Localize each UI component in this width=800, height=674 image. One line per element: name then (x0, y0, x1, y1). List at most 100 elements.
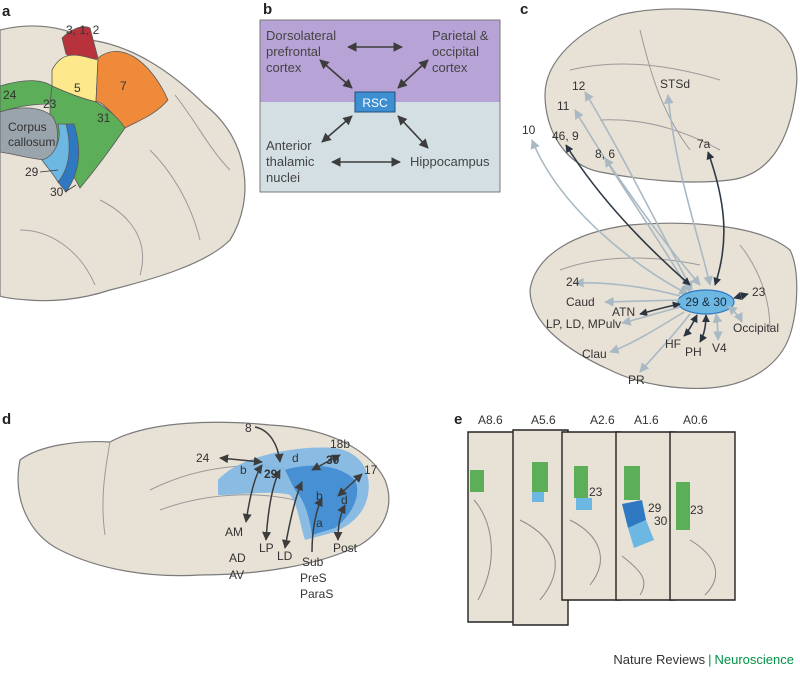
panel-e-section-4-gyrus (621, 555, 645, 596)
panel-e-section-3-blue (576, 498, 592, 510)
panel-a-label-29: 29 (25, 165, 39, 179)
panel-c-projection-arrows (530, 91, 725, 295)
panel-c-label-occipital: Occipital (733, 321, 779, 335)
panel-d-bulb-line (102, 441, 111, 536)
panel-b-arrow-thalamic-rsc (321, 115, 353, 143)
panel-d-label-8: 8 (245, 421, 252, 435)
panel-a-label-24: 24 (3, 88, 17, 102)
panel-b-node-parietal-1: Parietal & (432, 28, 489, 43)
panel-d-arrow-am (242, 464, 263, 523)
panel-c-hub-label: 29 & 30 (685, 295, 727, 309)
footer-brand: Neuroscience (714, 652, 795, 667)
panel-c-medial-arrows (574, 277, 749, 373)
panel-e-section-label-5: A0.6 (683, 413, 708, 427)
panel-b-node-dlpfc-3: cortex (266, 60, 302, 75)
panel-a-corpus-callosum (0, 107, 58, 161)
panel-b-node-dlpfc-1: Dorsolateral (266, 28, 336, 43)
panel-e-section-label-2: A5.6 (531, 413, 556, 427)
panel-e-section-2-slab (512, 429, 569, 626)
panel-a-gyrus-line-3 (19, 229, 96, 286)
panel-d-label-b-left: b (240, 463, 247, 477)
panel-e-section-4-green (624, 466, 640, 500)
panel-c-label-11: 11 (557, 99, 570, 113)
panel-e-section-4-label-30: 30 (654, 514, 668, 528)
panel-e-section-5-gyrus (689, 539, 717, 596)
panel-d-arrow-post (333, 504, 346, 541)
panel-a-gyrus-line-1 (149, 149, 201, 241)
panel-e: e A8.6 A5.6 A2.6 A1.6 A0.6 23 (454, 411, 736, 626)
panel-e-section-4: 29 30 (615, 431, 676, 601)
panel-d-arrow-ld (281, 481, 303, 549)
panel-c-arrow-stsd (664, 94, 713, 286)
panel-c-arrow-24 (574, 277, 681, 297)
panel-d-label-a-mid: a (316, 516, 323, 530)
panel-c-label-7a: 7a (697, 137, 711, 151)
panel-a-gyrus-line-4 (174, 94, 231, 171)
panel-c-label-clau: Clau (582, 347, 607, 361)
panel-a-label-7: 7 (120, 79, 127, 93)
panel-b-node-thalamic-3: nuclei (266, 170, 300, 185)
panel-c-arrow-v4 (712, 313, 723, 341)
panel-e-section-1-slab (467, 431, 521, 623)
panel-c-arrow-caud (604, 296, 681, 307)
panel-b-node-hippocampus: Hippocampus (410, 154, 490, 169)
panel-c-label-lp: LP, LD, MPulv (546, 317, 621, 331)
panel-d-arrow-sub (311, 497, 323, 553)
panel-c-arrow-hf (683, 314, 698, 337)
panel-e-section-5-green (676, 482, 690, 530)
panel-d-label-av: AV (229, 568, 244, 582)
panel-d-label-d-right: d (341, 493, 348, 507)
panel-e-section-4-light-blue (628, 520, 654, 548)
panel-a-area-7 (95, 50, 169, 129)
panel-c-label-hf: HF (665, 337, 681, 351)
panel-d-arrow-24 (219, 454, 263, 466)
panel-c-arrow-lp (621, 306, 681, 326)
panel-d-label-ad: AD (229, 551, 246, 565)
panel-d-label-24: 24 (196, 451, 210, 465)
panel-d-arrows (219, 426, 363, 553)
panel-b-arrow-parietal-rsc (397, 59, 429, 89)
panel-a-label-30: 30 (50, 185, 64, 199)
panel-e-section-5-label-23: 23 (690, 503, 704, 517)
panel-d-label-pres: PreS (300, 571, 327, 585)
panel-d-arrow-8 (254, 426, 284, 463)
panel-c-label-ph: PH (685, 345, 702, 359)
panel-e-section-2 (512, 429, 569, 626)
panel-c-label-pr: PR (628, 373, 645, 387)
panel-e-section-2-gyrus (519, 519, 556, 601)
panel-e-section-3: 23 (561, 431, 621, 601)
panel-b-bottom-region (260, 102, 500, 192)
panel-b-node-parietal-3: cortex (432, 60, 468, 75)
panel-d-letter: d (2, 411, 11, 428)
panel-d-label-18b: 18b (330, 437, 350, 451)
panel-c-label-23: 23 (752, 285, 766, 299)
panel-d-label-d-left: d (292, 451, 299, 465)
panel-d-label-ld: LD (277, 549, 293, 563)
panel-c-label-24: 24 (566, 275, 580, 289)
panel-d-label-17: 17 (364, 463, 378, 477)
panel-d-label-29: 29 (264, 467, 278, 481)
panel-e-section-1-green (470, 470, 484, 492)
panel-e-section-4-dark-blue (622, 500, 646, 528)
panel-d-arrow-17 (337, 473, 363, 497)
panel-d-label-lp: LP (259, 541, 274, 555)
panel-e-section-3-green (574, 466, 588, 498)
panel-b-arrow-dlpfc-rsc (319, 59, 353, 89)
panel-c-label-stsd: STSd (660, 77, 690, 91)
panel-c-arrow-occipital (727, 305, 743, 323)
panel-e-section-label-1: A8.6 (478, 413, 503, 427)
panel-b-rsc-label: RSC (362, 96, 388, 110)
panel-d-arrow-18b (311, 454, 341, 471)
panel-a-label-312: 3, 1, 2 (66, 23, 100, 37)
panel-a-area-30 (57, 123, 79, 193)
panel-b-node-parietal-2: occipital (432, 44, 479, 59)
panel-d-label-sub: Sub (302, 555, 324, 569)
panel-c-arrow-ph (699, 314, 710, 343)
panel-e-section-2-blue (532, 492, 544, 502)
panel-e-section-1-gyrus (473, 499, 492, 601)
panel-d-label-b-mid: b (316, 489, 323, 503)
panel-c-letter: c (520, 1, 528, 18)
panel-a-label-corpus: Corpus (8, 120, 47, 134)
footer-credit: Nature Reviews|Neuroscience (613, 652, 794, 667)
